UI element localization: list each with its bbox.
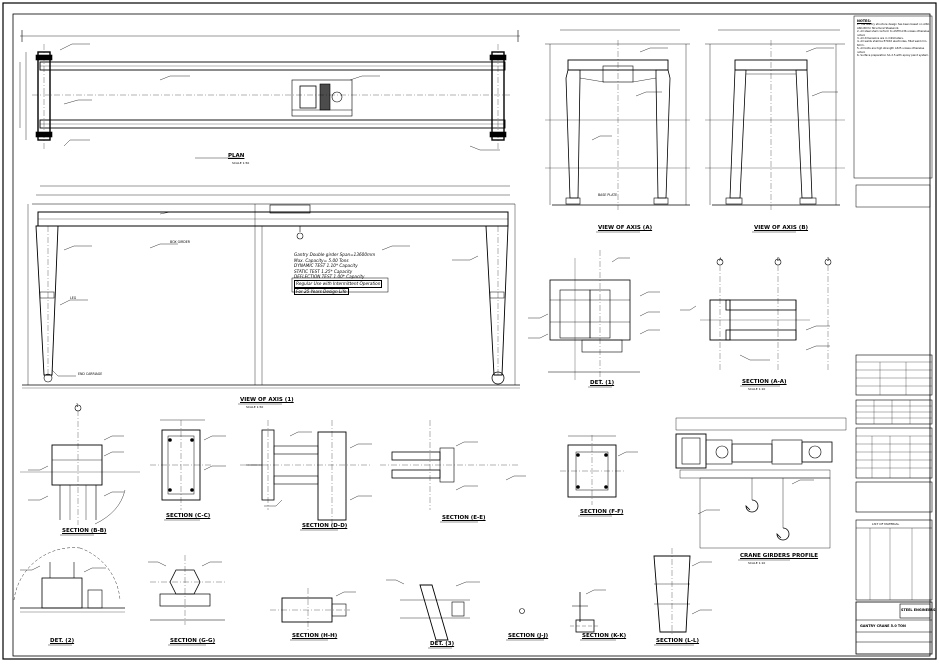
crane-spec-line-3: DYNAMIC TEST 1.10* Capacity [294, 263, 358, 269]
view-axis-b-title: VIEW OF AXIS (B) [754, 225, 809, 231]
section-c-c [150, 419, 226, 521]
axis-tag-1: 1 [76, 403, 79, 408]
section-b-b [20, 404, 140, 536]
section-g-g-title: SECTION (G-G) [170, 638, 216, 644]
company-name: STEEL ENGINEERS [901, 608, 936, 612]
section-e-e [380, 420, 526, 523]
axis-tag-2: 2 [827, 257, 830, 262]
note-item: 2- All steel shall conform to ASTM A36 u… [857, 30, 930, 37]
section-a-a [680, 258, 832, 387]
leg-note: LEG [70, 296, 77, 300]
crane-spec-line-1: Gantry Double girder Span=13600mm [294, 252, 376, 257]
section-j-j-title: SECTION (J-J) [508, 633, 549, 639]
section-f-f-title: SECTION (F-F) [580, 509, 624, 515]
general-notes: NOTES: 1- The Gantry structure design ha… [857, 19, 931, 58]
section-j-j [506, 589, 606, 641]
section-g-g [148, 555, 225, 646]
title-block [853, 15, 933, 655]
section-e-e-title: SECTION (E-E) [442, 515, 486, 521]
box-girder-note: BOX GIRDER [170, 240, 190, 244]
detail-1 [528, 250, 660, 388]
axis-tag-b: B [777, 257, 780, 262]
view-axis-1-scale: SCALE 1:50 [246, 405, 264, 409]
detail-3 [386, 579, 525, 649]
drawing-title: GANTRY CRANE 5.0 TON [860, 624, 906, 628]
section-b-b-title: SECTION (B-B) [62, 528, 107, 534]
view-axis-a-title: VIEW OF AXIS (A) [598, 225, 653, 231]
view-axis-b [705, 29, 845, 233]
crane-spec-note: Gantry Double girder Span=13600mm Max. C… [294, 252, 392, 296]
section-h-h [270, 588, 356, 641]
crane-spec-line-6: Regular Use with Intermittent Operation [294, 279, 383, 288]
section-d-d [240, 420, 372, 531]
crane-spec-line-7: For 25 Years Design Life [294, 287, 349, 296]
crane-spec-line-4: STATIC TEST 1.25* Capacity [294, 268, 353, 274]
section-c-c-title: SECTION (C-C) [166, 513, 211, 519]
note-item: 6- Surface preparation SA 2.5 with epoxy… [857, 54, 929, 58]
det-2-title: DET. (2) [50, 638, 75, 644]
view-axis-a [545, 29, 690, 233]
material-table-header: LIST OF MATERIAL [872, 522, 900, 526]
note-item: 4- All welds shall be E70XX electrodes, … [857, 40, 928, 47]
section-k-k-title: SECTION (K-K) [582, 633, 627, 639]
note-item: 1- The Gantry structure design has been … [857, 23, 931, 30]
detail-2 [13, 547, 125, 646]
view-axis-1-title: VIEW OF AXIS (1) [240, 397, 294, 403]
det-1-title: DET. (1) [590, 380, 615, 386]
crane-profile-scale: SCALE 1:10 [748, 561, 766, 565]
section-a-a-title: SECTION (A-A) [742, 379, 787, 385]
plan-title: PLAN [228, 153, 245, 159]
crane-spec-line-5: DEFLECTION TEST 1.00* Capacity [294, 274, 365, 280]
plan-scale: SCALE 1:50 [232, 161, 250, 165]
base-plate-note: BASE PLATE [598, 193, 618, 197]
axis-tag-a: A [719, 257, 722, 262]
section-k-k [570, 619, 616, 641]
elevation-axis-1 [22, 185, 520, 405]
section-a-a-scale: SCALE 1:10 [748, 387, 766, 391]
section-l-l [653, 548, 712, 646]
section-d-d-title: SECTION (D-D) [302, 523, 348, 529]
det-3-title: DET. (3) [430, 641, 455, 647]
crane-spec-line-2: Max. Capacity= 5.00 Tons [294, 257, 349, 263]
section-f-f [560, 435, 638, 517]
plan-view [19, 30, 520, 159]
section-h-h-title: SECTION (H-H) [292, 633, 338, 639]
end-carriage-note: END CARRIAGE [78, 372, 103, 376]
crane-profile-title: CRANE GIRDERS PROFILE [740, 553, 819, 559]
note-item: 3- All dimensions are in millimeters. [857, 37, 904, 41]
section-l-l-title: SECTION (L-L) [656, 638, 700, 644]
note-item: 5- All bolts are high strength A325 unle… [857, 47, 925, 54]
notes-heading: NOTES: [857, 19, 872, 23]
crane-girders-profile [675, 417, 847, 561]
sheet-inner-border [12, 13, 931, 657]
